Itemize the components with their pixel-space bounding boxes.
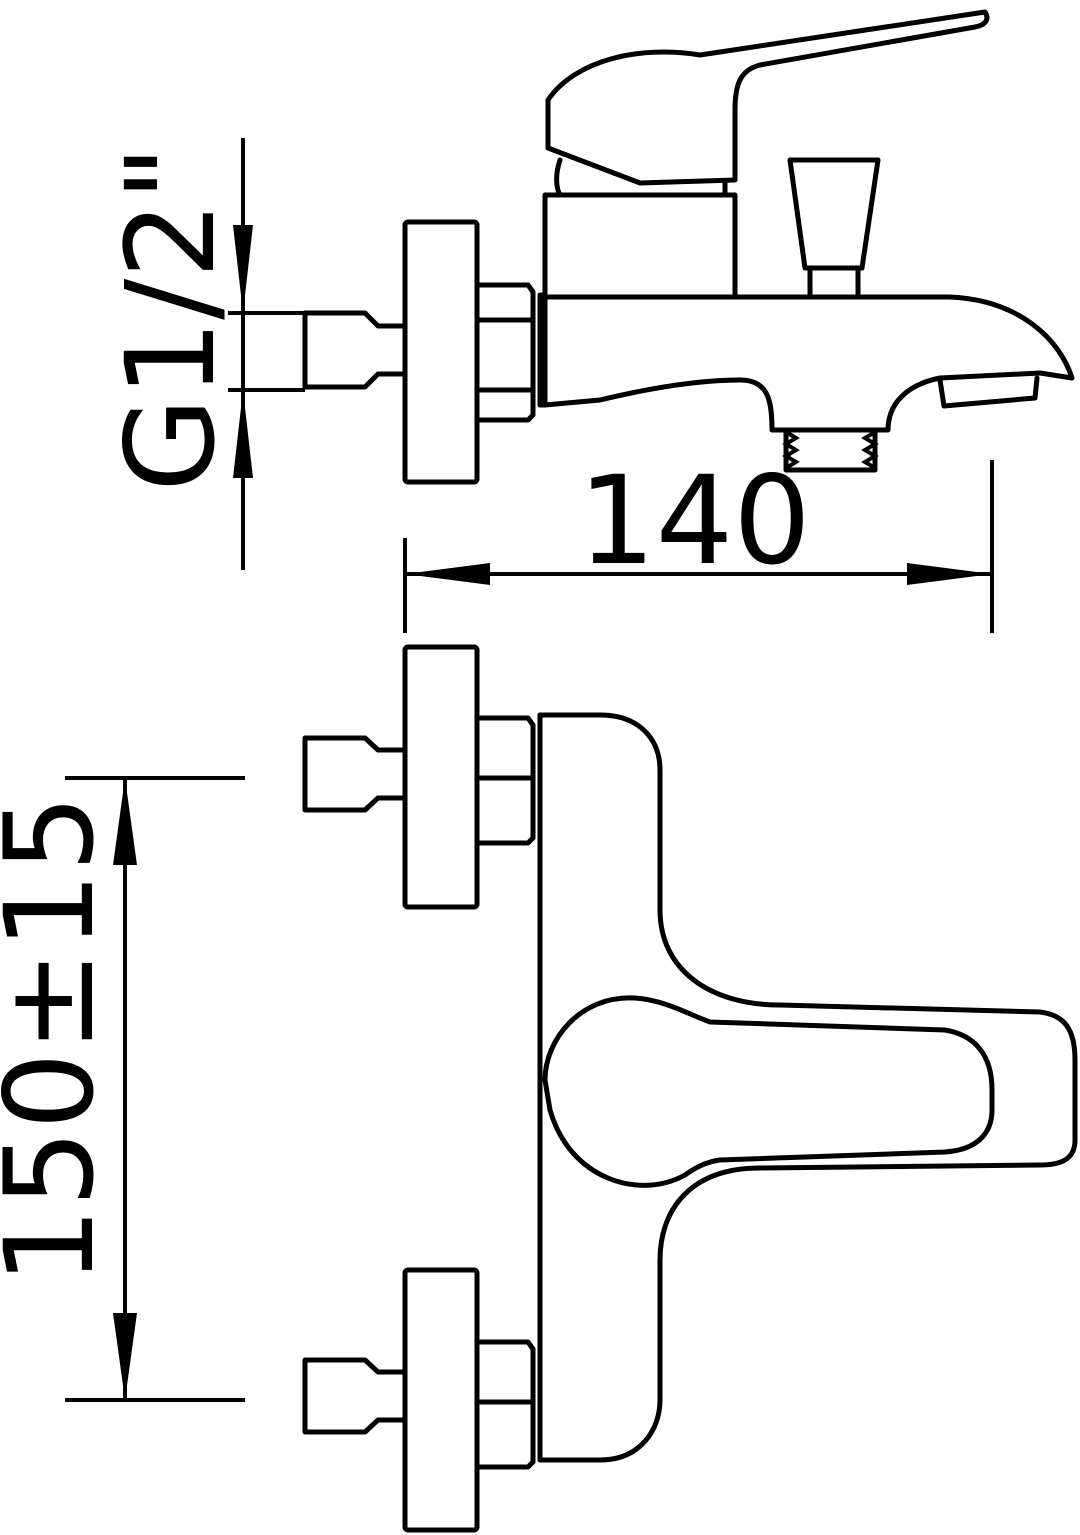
- width-dimension: 140: [403, 450, 994, 633]
- width-arrow-right: [907, 563, 992, 585]
- side-inlet-pipe: [302, 310, 408, 390]
- side-threaded-outlet: [783, 427, 878, 473]
- side-view: [302, 9, 1075, 485]
- front-view: [302, 644, 1078, 1533]
- spacing-arrow-top: [113, 778, 137, 865]
- side-diverter-knob: [787, 157, 881, 300]
- front-wall-flange-top: [402, 644, 480, 910]
- thread-arrow-bottom: [233, 390, 253, 478]
- side-cartridge-housing: [542, 192, 738, 298]
- side-wall-flange: [402, 219, 480, 485]
- side-thread-right: [861, 430, 879, 470]
- side-mixer-body: [537, 292, 1075, 433]
- side-lever-handle: [545, 9, 990, 186]
- front-lever-paddle: [542, 995, 995, 1188]
- thread-arrow-top: [233, 225, 253, 313]
- side-thread-left: [782, 430, 800, 470]
- front-inlet-pipe-top: [302, 735, 408, 813]
- front-wall-flange-bottom: [402, 1267, 480, 1533]
- side-spout-tip: [937, 375, 1040, 409]
- side-lever-stem: [554, 157, 728, 198]
- spacing-arrow-bottom: [113, 1313, 137, 1400]
- front-hex-nut-bottom: [474, 1339, 536, 1470]
- spacing-label: 150±15: [0, 795, 121, 1285]
- thread-dimension: G1/2": [100, 138, 305, 570]
- front-hex-nut-top: [474, 715, 536, 846]
- side-hex-nut: [474, 282, 536, 423]
- front-inlet-pipe-bottom: [302, 1357, 408, 1435]
- width-label: 140: [578, 450, 811, 592]
- thread-size-label: G1/2": [100, 145, 242, 492]
- front-mixer-body: [537, 712, 1078, 1463]
- spacing-dimension: 150±15: [0, 776, 245, 1402]
- width-arrow-left: [405, 563, 490, 585]
